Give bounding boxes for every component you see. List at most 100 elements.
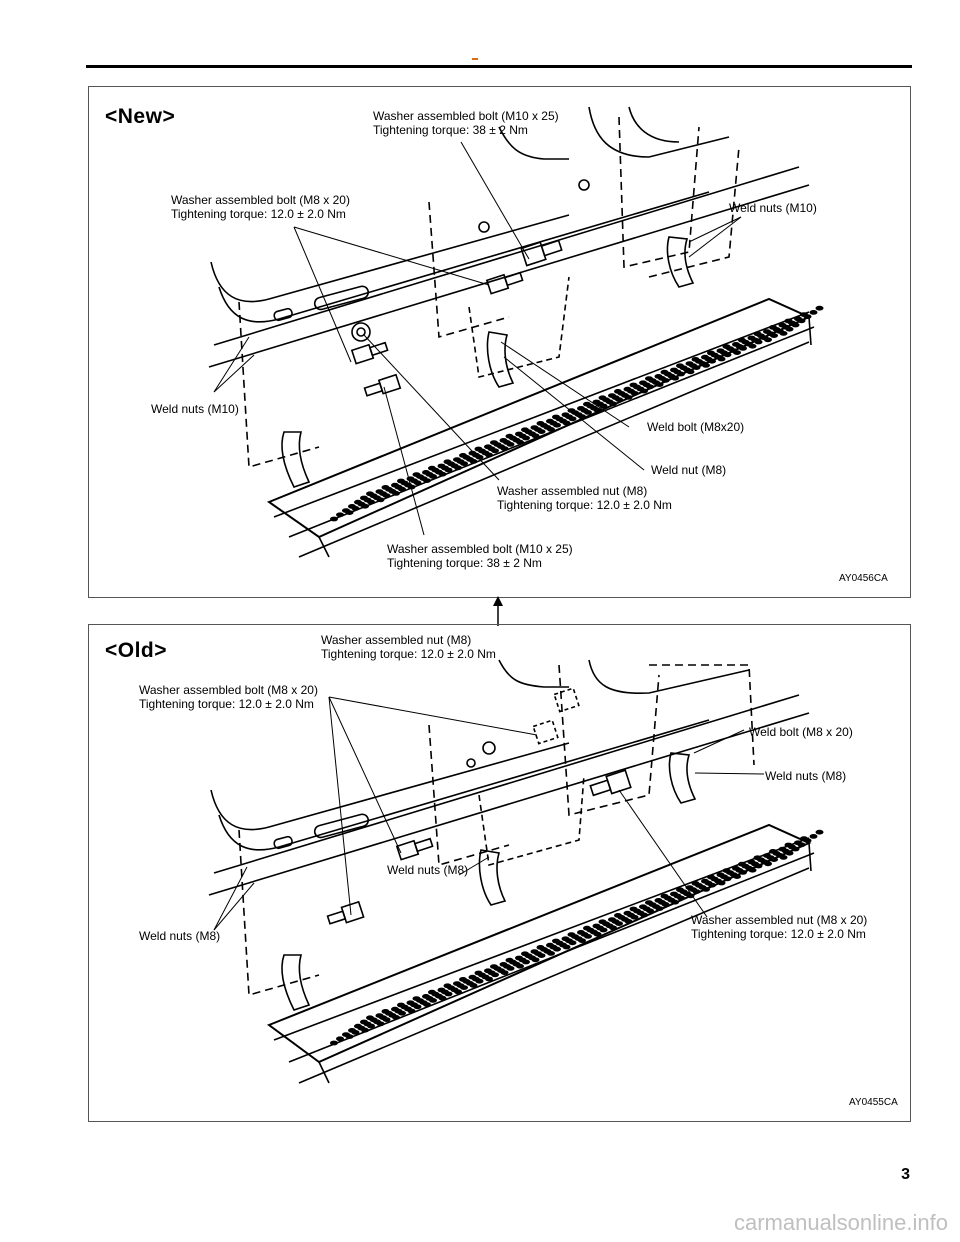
step-hole [691, 881, 700, 886]
label-washer-bolt-m10-top: Washer assembled bolt (M10 x 25) Tighten… [373, 109, 559, 137]
label-weld-nuts-left: Weld nuts (M8) [139, 929, 221, 943]
label-weld-nut: Weld nut (M8) [651, 463, 727, 477]
step-hole [794, 316, 802, 322]
step-hole [800, 836, 808, 841]
step-hole [815, 829, 824, 835]
new-heading: <New> [105, 105, 176, 128]
step-hole [484, 444, 492, 450]
step-hole [453, 981, 461, 986]
step-hole [330, 516, 338, 522]
label-weld-nuts-right: Weld nuts (M8) [765, 769, 847, 783]
step-hole [354, 1023, 362, 1029]
step-hole [660, 369, 669, 375]
step-hole [536, 421, 545, 426]
step-hole [459, 453, 467, 458]
step-hole [763, 853, 771, 858]
header-rule [86, 65, 912, 68]
step-hole [639, 904, 647, 910]
step-hole [342, 508, 350, 513]
label-weld-nuts-m10-right: Weld nuts (M10) [729, 201, 817, 215]
step-hole [769, 325, 777, 330]
step-hole [348, 1028, 356, 1033]
step-hole [459, 977, 467, 982]
step-hole [397, 1002, 405, 1008]
label-line: Tightening torque: 12.0 ± 2.0 Nm [171, 207, 346, 221]
step-hole [707, 350, 715, 356]
step-hole [592, 923, 601, 929]
step-hole [778, 322, 787, 328]
label-weld-bolt: Weld bolt (M8 x 20) [749, 725, 853, 739]
step-hole [670, 891, 678, 897]
step-hole [391, 482, 399, 488]
step-hole [614, 913, 622, 918]
label-line: Washer assembled nut (M8) [321, 633, 472, 647]
step-hole [437, 987, 446, 993]
old-heading: <Old> [105, 639, 168, 662]
step-hole [583, 401, 591, 407]
step-hole [769, 849, 777, 854]
step-hole [484, 968, 492, 974]
step-hole [437, 463, 446, 469]
old-step-diagram: (function(){ var g=document.currentScrip… [208, 659, 824, 1084]
step-hole [443, 983, 452, 989]
step-hole [794, 840, 802, 846]
step-hole [552, 938, 560, 944]
step-hole [676, 363, 684, 369]
step-hole [561, 412, 570, 418]
step-hole [598, 395, 607, 401]
step-hole [747, 335, 756, 341]
label-line: Tightening torque: 38 ± 2 Nm [387, 556, 542, 570]
step-hole [552, 414, 560, 420]
step-hole [800, 312, 808, 317]
step-hole [474, 970, 483, 976]
step-hole [784, 318, 793, 324]
watermark: carmanualsonline.info [733, 1210, 948, 1235]
step-hole [428, 989, 436, 995]
step-hole [691, 357, 700, 362]
step-hole [629, 906, 638, 912]
step-hole [412, 472, 421, 477]
step-hole [716, 348, 725, 354]
step-hole [598, 919, 607, 925]
label-line: Washer assembled nut (M8 x 20) [691, 913, 868, 927]
step-hole [685, 361, 694, 366]
step-hole [608, 393, 616, 398]
step-hole [716, 872, 725, 878]
step-hole [490, 964, 498, 969]
step-hole [722, 344, 731, 349]
step-hole [629, 382, 638, 388]
step-hole [809, 310, 818, 315]
step-hole [732, 866, 740, 871]
step-hole [530, 425, 539, 430]
label-washer-bolt-m8: Washer assembled bolt (M8 x 20) Tighteni… [171, 193, 350, 221]
step-hole [592, 399, 601, 405]
step-hole [753, 855, 762, 861]
arrow-up-icon [493, 596, 503, 626]
step-hole [342, 1032, 350, 1037]
step-hole [468, 974, 477, 980]
new-diagram-panel: (function(){ var g=document.currentScrip… [88, 86, 911, 598]
step-hole [654, 374, 663, 379]
step-hole [499, 962, 508, 967]
step-hole [354, 499, 362, 505]
step-hole [614, 389, 622, 394]
step-hole [406, 476, 415, 482]
step-hole [330, 1040, 338, 1046]
step-hole [536, 945, 545, 950]
label-washer-bolt-m10-bottom: Washer assembled bolt (M10 x 25) Tighten… [387, 542, 573, 570]
step-hole [763, 329, 771, 334]
step-hole [577, 406, 585, 411]
label-weld-bolt: Weld bolt (M8x20) [647, 420, 745, 434]
step-hole [521, 951, 529, 957]
label-line: Tightening torque: 12.0 ± 2.0 Nm [497, 498, 672, 512]
label-line: Tightening torque: 12.0 ± 2.0 Nm [139, 697, 314, 711]
step-hole [336, 512, 344, 518]
label-line: Tightening torque: 12.0 ± 2.0 Nm [691, 927, 866, 941]
step-hole [738, 337, 746, 343]
figure-code: AY0456CA [839, 573, 888, 584]
label-line: Washer assembled bolt (M8 x 20) [171, 193, 350, 207]
step-hole [670, 367, 678, 373]
label-weld-nuts-mid: Weld nuts (M8) [387, 863, 469, 877]
step-hole [561, 936, 570, 942]
step-hole [654, 898, 663, 903]
